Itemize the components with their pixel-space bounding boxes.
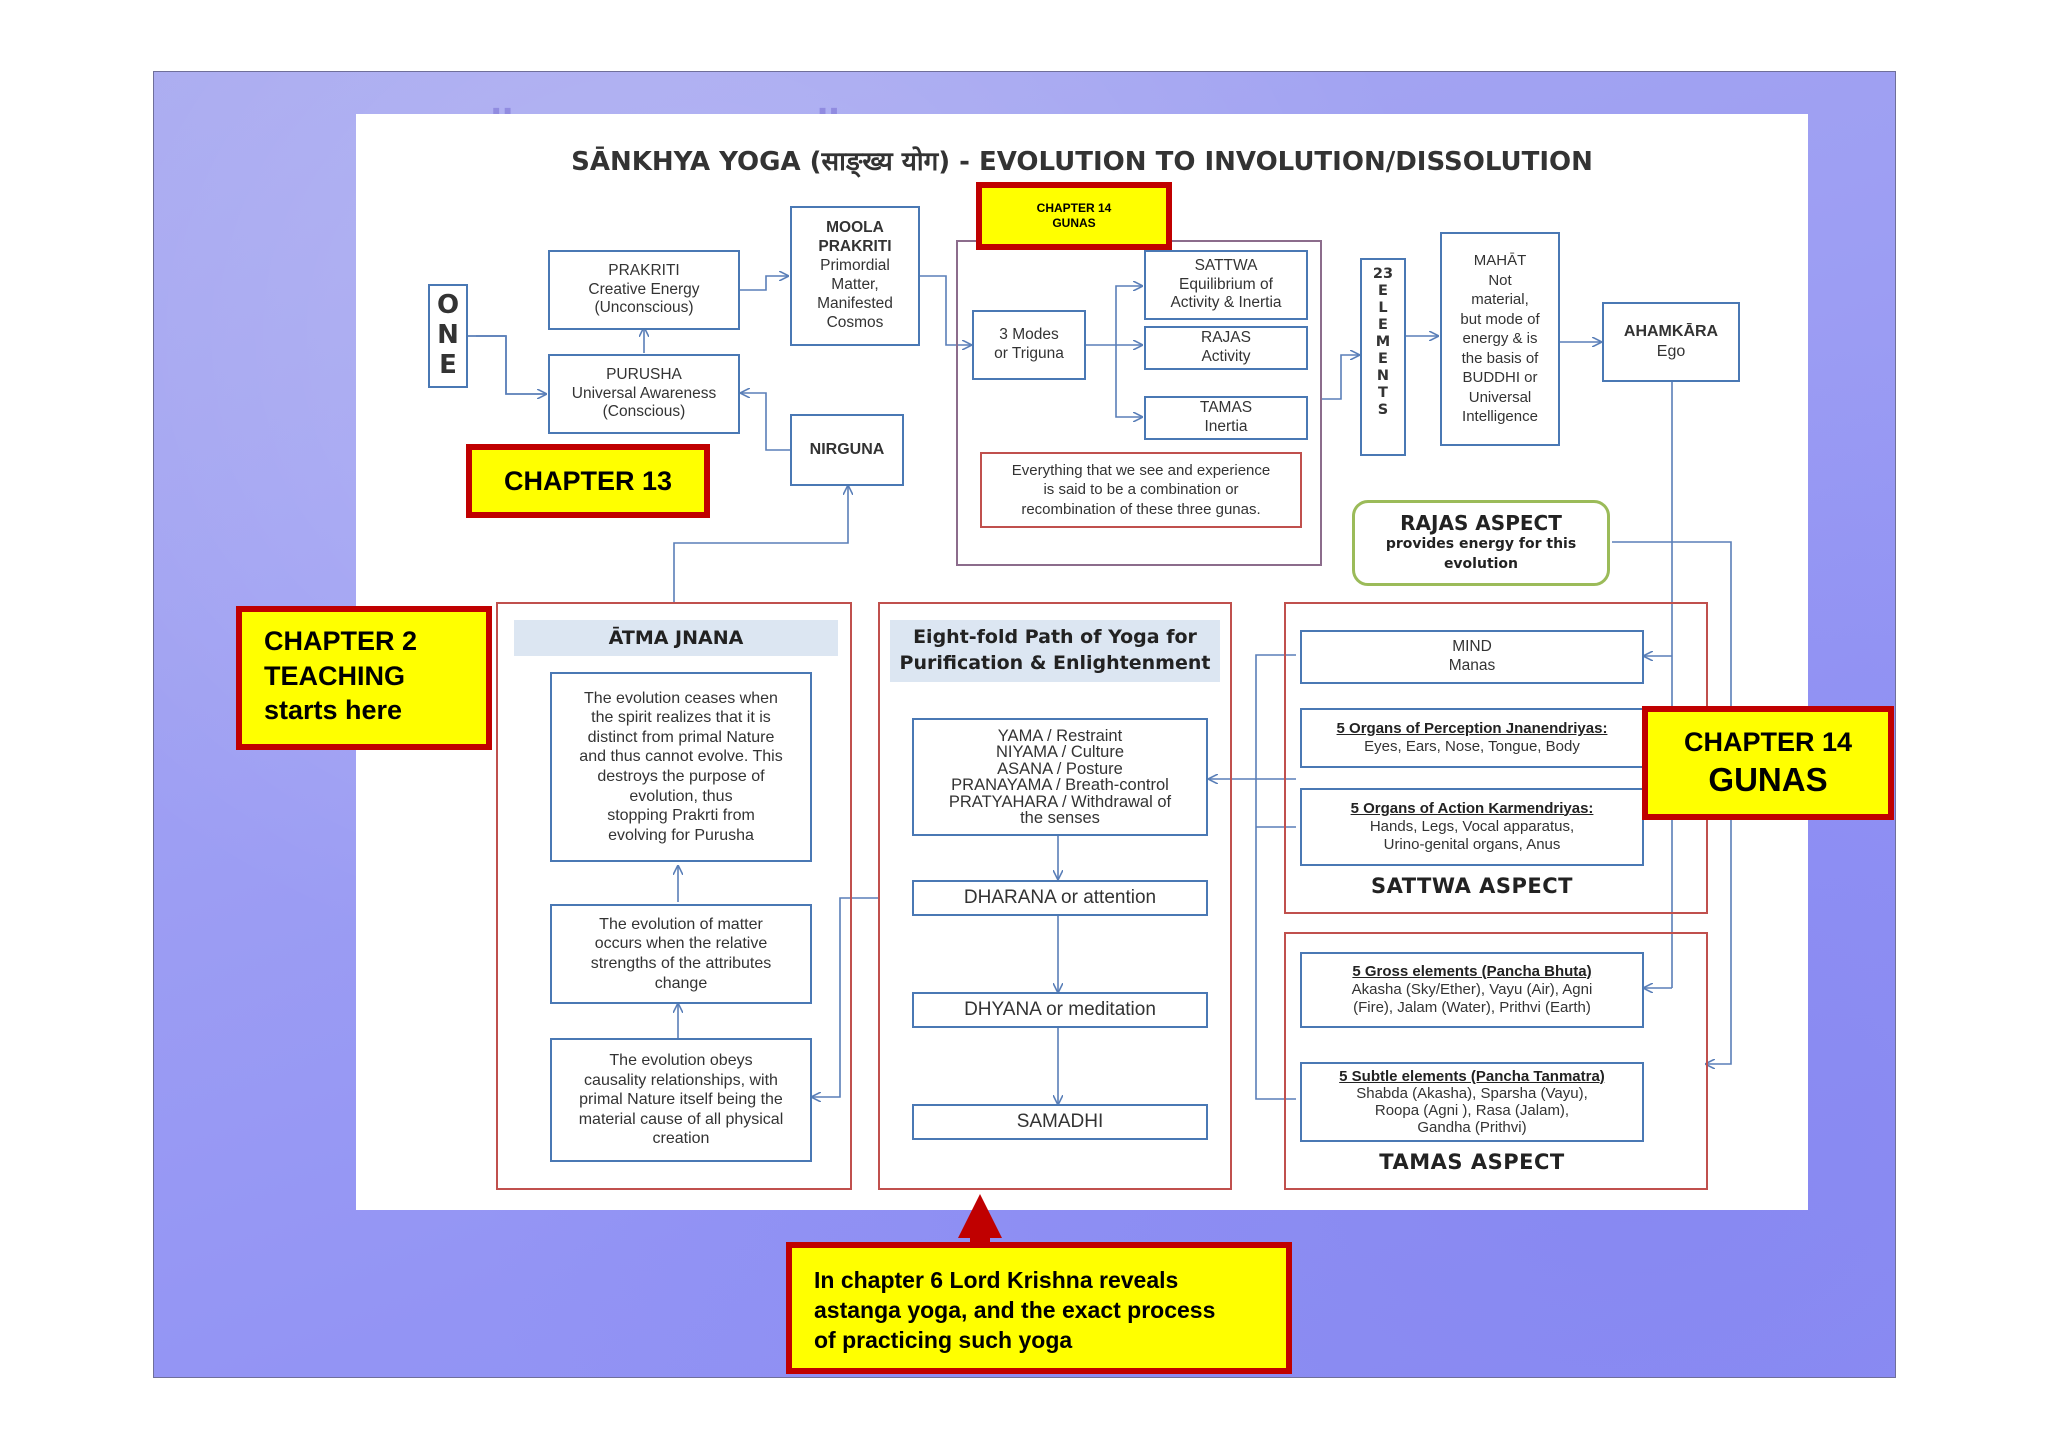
one-letter: N: [437, 320, 459, 351]
action-organs-heading: 5 Organs of Action Karmendriyas:: [1350, 799, 1594, 817]
three-modes-box: 3 Modes or Triguna: [972, 310, 1086, 380]
atma-box-3: The evolution obeys causality relationsh…: [550, 1038, 812, 1162]
atma-jnana-panel: [496, 602, 852, 1190]
perception-organs-heading: 5 Organs of Perception Jnanendriyas:: [1336, 719, 1608, 737]
atma-jnana-heading: ĀTMA JNANA: [514, 620, 838, 656]
chapter14-right-line2: GUNAS: [1708, 761, 1828, 799]
gunas-note: Everything that we see and experience is…: [980, 452, 1302, 528]
subtle-elements-heading: 5 Subtle elements (Pancha Tanmatra): [1339, 1067, 1605, 1085]
perception-organs-box: 5 Organs of Perception Jnanendriyas: Eye…: [1300, 708, 1644, 768]
gross-elements-body: Akasha (Sky/Ether), Vayu (Air), Agni (Fi…: [1351, 980, 1593, 1017]
diagram-connectors: [468, 114, 1732, 1210]
dhyana-box: DHYANA or meditation: [912, 992, 1208, 1028]
chapter6-callout: In chapter 6 Lord Krishna reveals astang…: [786, 1242, 1292, 1374]
tamas-aspect-label: TAMAS ASPECT: [1379, 1150, 1565, 1174]
rajas-aspect-box: RAJAS ASPECT provides energy for this ev…: [1352, 500, 1610, 586]
dharana-box: DHARANA or attention: [912, 880, 1208, 916]
elements-23-box: 23 E L E M E N T S: [1360, 258, 1406, 456]
elements-letter: S: [1377, 401, 1389, 418]
chapter2-callout: CHAPTER 2 TEACHING starts here: [236, 606, 492, 750]
chapter6-up-arrow-icon: [958, 1194, 1002, 1238]
tamas-aspect-panel: [1284, 932, 1708, 1190]
elements-letter: N: [1376, 367, 1390, 384]
gross-elements-box: 5 Gross elements (Pancha Bhuta) Akasha (…: [1300, 952, 1644, 1028]
one-box: O N E: [428, 284, 468, 388]
ahamkara-heading: AHAMKĀRA: [1623, 323, 1719, 341]
eightfold-limbs-box: YAMA / Restraint NIYAMA / Culture ASANA …: [912, 718, 1208, 836]
atma-box-1: The evolution ceases when the spirit rea…: [550, 672, 812, 862]
elements-number: 23: [1372, 266, 1394, 282]
mind-box: MIND Manas: [1300, 630, 1644, 684]
diagram-title: SĀNKHYA YOGA (साङ्ख्य योग) - EVOLUTION T…: [571, 147, 1593, 177]
perception-organs-body: Eyes, Ears, Nose, Tongue, Body: [1364, 738, 1580, 755]
atma-box-2: The evolution of matter occurs when the …: [550, 904, 812, 1004]
action-organs-body: Hands, Legs, Vocal apparatus, Urino-geni…: [1369, 817, 1575, 854]
purusha-box: PURUSHA Universal Awareness (Conscious): [548, 354, 740, 434]
tamas-box: TAMAS Inertia: [1144, 396, 1308, 440]
ahamkara-box: AHAMKĀRA Ego: [1602, 302, 1740, 382]
elements-letter: E: [1378, 350, 1388, 367]
rajas-box: RAJAS Activity: [1144, 326, 1308, 370]
samadhi-box: SAMADHI: [912, 1104, 1208, 1140]
elements-letter: E: [1378, 282, 1388, 299]
ahamkara-sub: Ego: [1656, 343, 1686, 360]
elements-letter: M: [1375, 333, 1391, 350]
subtle-elements-body: Shabda (Akasha), Sparsha (Vayu), Roopa (…: [1356, 1084, 1588, 1137]
prakriti-box: PRAKRITI Creative Energy (Unconscious): [548, 250, 740, 330]
moola-prakriti-heading: MOOLA PRAKRITI: [818, 219, 892, 256]
eightfold-heading: Eight-fold Path of Yoga for Purification…: [890, 620, 1220, 682]
rajas-aspect-heading: RAJAS ASPECT: [1400, 511, 1562, 536]
sattwa-aspect-label: SATTWA ASPECT: [1370, 874, 1573, 898]
moola-prakriti-box: MOOLA PRAKRITI Primordial Matter, Manife…: [790, 206, 920, 346]
chapter14-gunas-right-callout: CHAPTER 14 GUNAS: [1642, 706, 1894, 820]
diagram-panel: SĀNKHYA YOGA (साङ्ख्य योग) - EVOLUTION T…: [356, 114, 1808, 1210]
sattwa-box: SATTWA Equilibrium of Activity & Inertia: [1144, 250, 1308, 320]
chapter14-gunas-small-callout: CHAPTER 14 GUNAS: [976, 182, 1172, 250]
elements-letter: E: [1378, 316, 1388, 333]
eightfold-panel: [878, 602, 1232, 1190]
chapter14-right-line1: CHAPTER 14: [1683, 726, 1853, 757]
action-organs-box: 5 Organs of Action Karmendriyas: Hands, …: [1300, 788, 1644, 866]
subtle-elements-box: 5 Subtle elements (Pancha Tanmatra) Shab…: [1300, 1062, 1644, 1142]
rajas-aspect-body: provides energy for this evolution: [1385, 536, 1577, 572]
mahat-box: MAHĀT Not material, but mode of energy &…: [1440, 232, 1560, 446]
moola-prakriti-body: Primordial Matter, Manifested Cosmos: [817, 257, 893, 331]
one-letter: E: [439, 349, 457, 380]
elements-letter: L: [1378, 299, 1388, 316]
gross-elements-heading: 5 Gross elements (Pancha Bhuta): [1352, 962, 1592, 980]
nirguna-box: NIRGUNA: [790, 414, 904, 486]
one-letter: O: [436, 290, 460, 321]
chapter13-callout: CHAPTER 13: [466, 444, 710, 518]
elements-letter: T: [1378, 384, 1388, 401]
